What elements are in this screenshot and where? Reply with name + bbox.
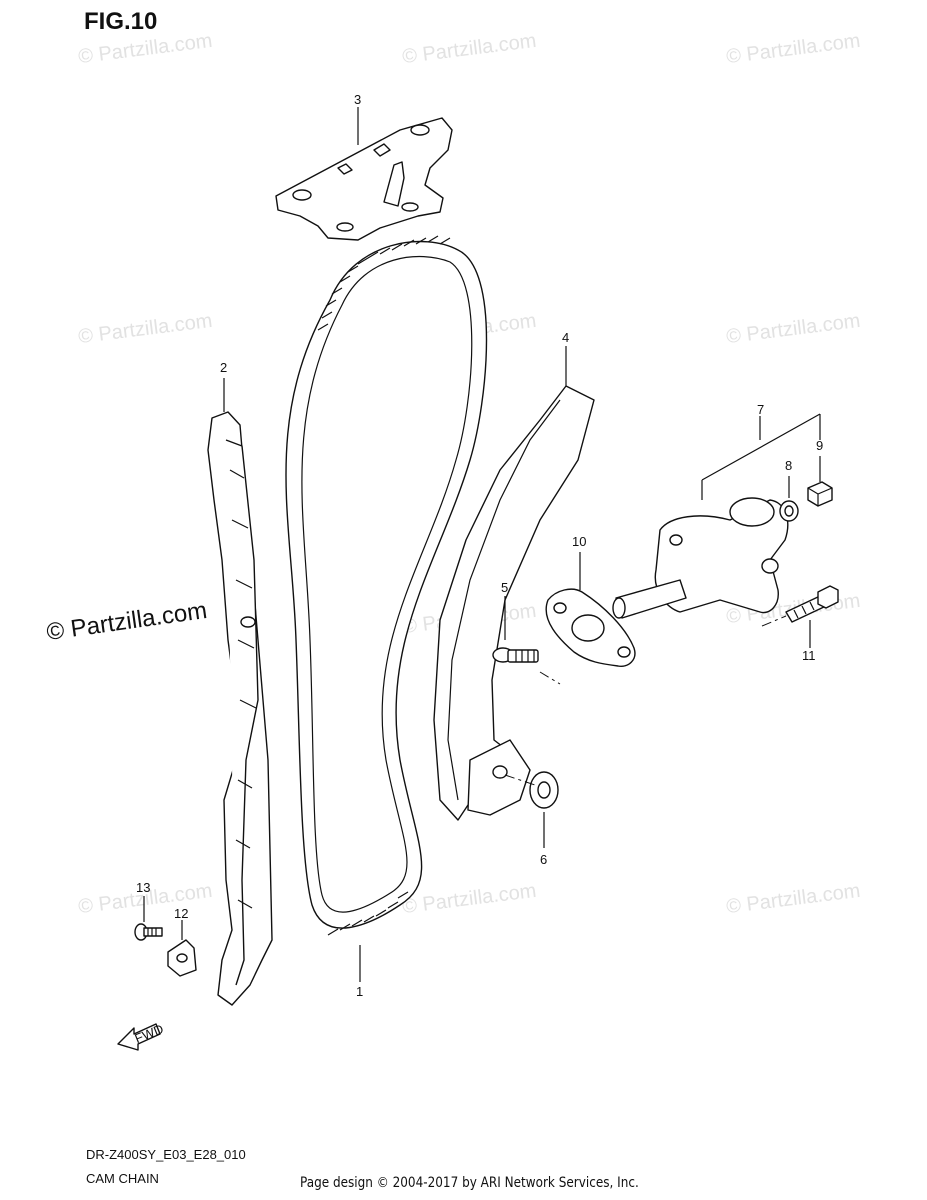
part-7-tensioner-adjuster[interactable] xyxy=(612,413,821,619)
model-name: CAM CHAIN xyxy=(86,1171,159,1186)
part-1-cam-chain[interactable] xyxy=(285,235,488,982)
part-2-chain-guide[interactable] xyxy=(207,378,273,1006)
part-12-stopper-plate[interactable] xyxy=(167,920,197,977)
part-9-plug-bolt[interactable] xyxy=(807,456,833,507)
callout-5: 5 xyxy=(501,580,508,595)
part-5-pivot-bolt[interactable] xyxy=(492,596,561,685)
part-11-mounting-bolt[interactable] xyxy=(761,585,839,648)
part-13-screw[interactable] xyxy=(134,896,163,941)
part-4-tensioner-arm[interactable] xyxy=(433,346,595,821)
fwd-arrow: FWD xyxy=(117,1021,166,1051)
callout-11: 11 xyxy=(802,648,816,663)
footer-credit: Page design © 2004-2017 by ARI Network S… xyxy=(300,1175,639,1191)
callout-7: 7 xyxy=(757,402,764,417)
part-10-gasket[interactable] xyxy=(545,552,636,667)
part-8-seal-washer[interactable] xyxy=(779,476,799,522)
callout-3: 3 xyxy=(354,92,361,107)
callout-8: 8 xyxy=(785,458,792,473)
callout-10: 10 xyxy=(572,534,586,549)
model-code: DR-Z400SY_E03_E28_010 xyxy=(86,1147,246,1162)
part-3-chain-guide-bracket[interactable] xyxy=(275,107,453,241)
figure-title: FIG.10 xyxy=(84,8,158,35)
callout-2: 2 xyxy=(220,360,227,375)
callout-12: 12 xyxy=(174,906,188,921)
part-6-washer[interactable] xyxy=(504,771,559,848)
callout-13: 13 xyxy=(136,880,150,895)
fwd-arrow-label: FWD xyxy=(133,1021,166,1046)
callout-1: 1 xyxy=(356,984,363,999)
callout-9: 9 xyxy=(816,438,823,453)
callout-4: 4 xyxy=(562,330,569,345)
callout-6: 6 xyxy=(540,852,547,867)
